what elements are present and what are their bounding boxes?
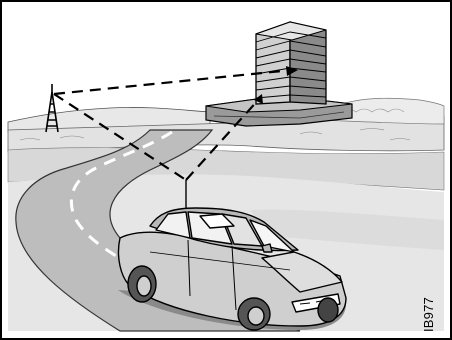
figure-code: IB977 [421, 292, 437, 332]
